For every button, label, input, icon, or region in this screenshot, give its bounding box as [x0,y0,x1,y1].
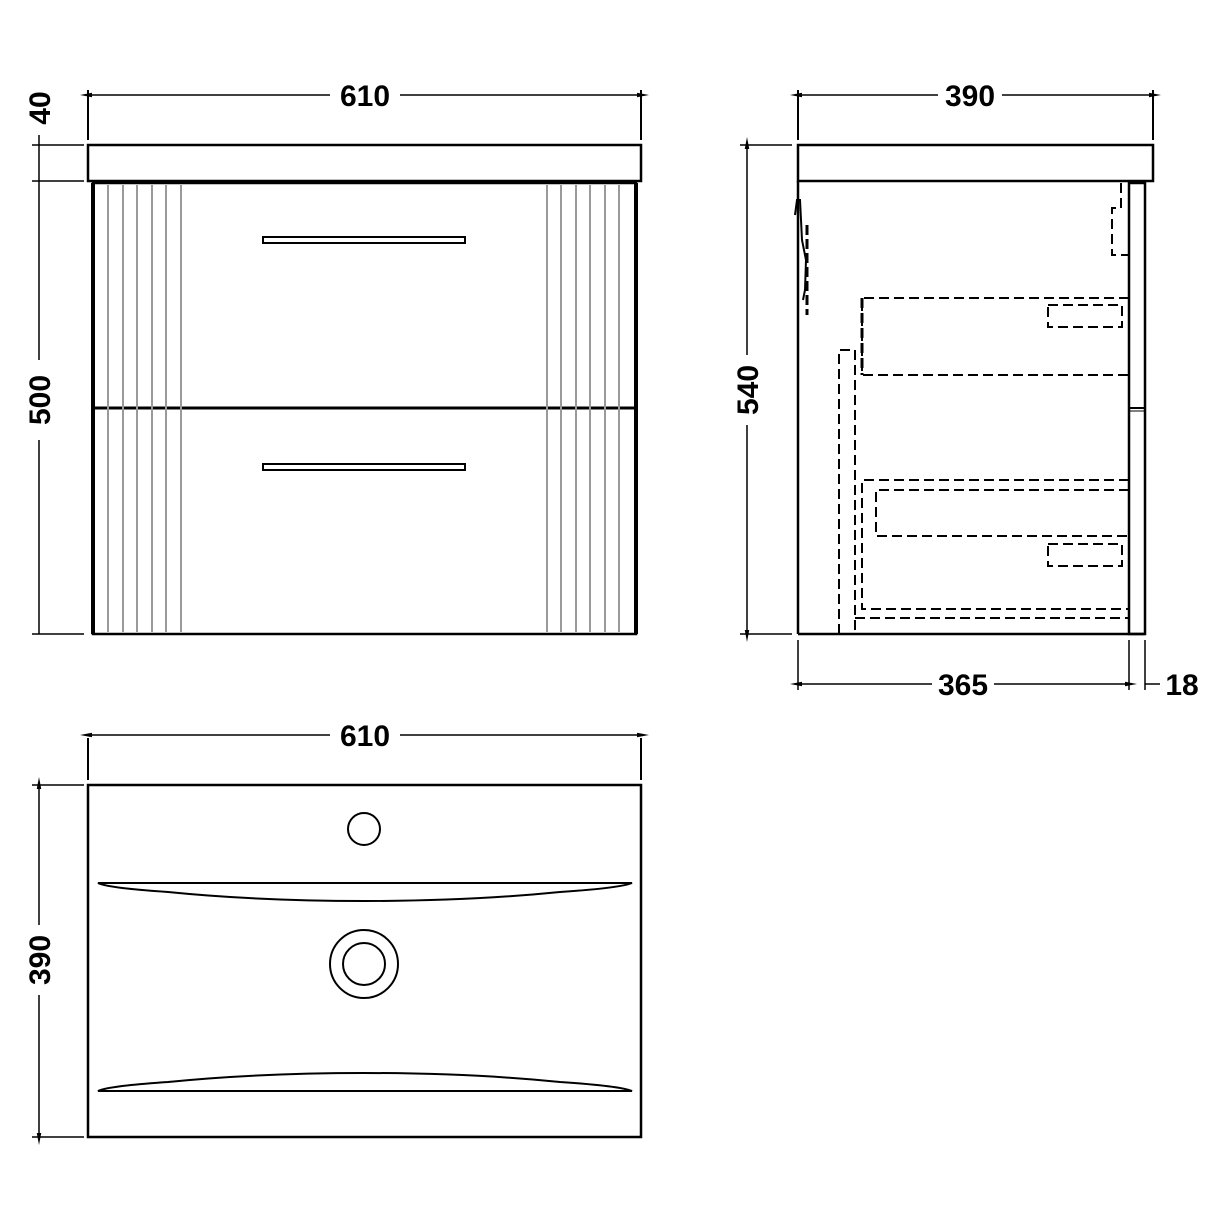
tap-hole [347,812,381,846]
side-view [740,90,1161,690]
basin-slab [86,143,643,183]
fluting-right [546,185,620,632]
door-thickness-label: 18 [1165,669,1198,702]
waste-outer [329,929,399,999]
cabinet-height-label: 500 [24,375,57,425]
top-depth-label: 390 [24,935,57,985]
front-view [32,90,649,636]
basin-height-label: 40 [24,91,57,124]
front-width-label: 610 [340,80,390,113]
basin-outline [86,783,643,1139]
top-view [32,732,649,1145]
basin-bowl-edge-top [97,882,633,903]
waste-inner [342,942,386,986]
basin-bowl-edge-bottom [97,1071,633,1092]
top-width-label: 610 [340,720,390,753]
basin-slab-side [796,143,1155,183]
fluting-left [107,185,182,632]
carcass-depth-label: 365 [938,669,988,702]
total-height-label: 540 [732,365,765,415]
drawer-2-handle [262,463,466,471]
drawer-1-handle [262,236,466,244]
side-depth-label: 390 [945,80,995,113]
